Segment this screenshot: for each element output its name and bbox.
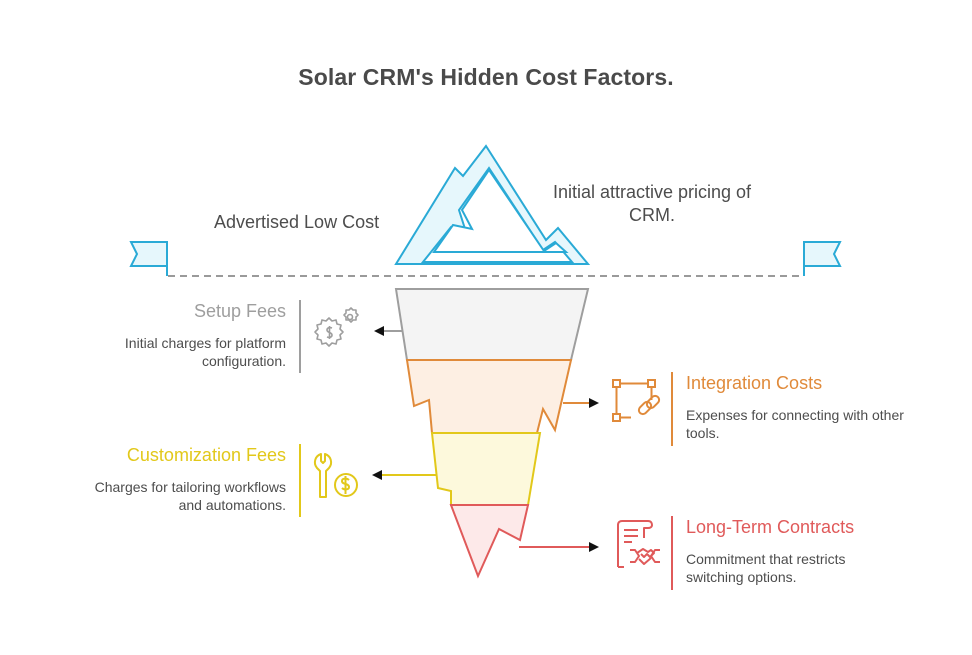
customization-fees-title: Customization Fees (126, 445, 286, 465)
tip-description-line2: CRM. (629, 205, 675, 225)
layer-integration (405, 359, 573, 434)
customization-fees-desc-line1: Charges for tailoring workflows (94, 479, 286, 495)
left-flag-icon (129, 241, 168, 276)
layer-customization (430, 432, 542, 506)
tip-description-line1: Initial attractive pricing of (552, 182, 752, 202)
customization-fees-block: Customization Fees Charges for tailoring… (95, 445, 286, 514)
right-flag-icon (803, 241, 842, 276)
integration-costs-desc-line1: Expenses for connecting with other (686, 407, 904, 423)
setup-fees-desc-line1: Initial charges for platform (124, 335, 286, 351)
long-term-contracts-desc-line2: switching options. (686, 569, 797, 585)
setup-fees-block: Setup Fees Initial charges for platform … (125, 301, 286, 370)
wrench-dollar-icon (313, 453, 358, 498)
gears-dollar-icon (314, 307, 359, 347)
tip-description: Initial attractive pricing of CRM. (538, 181, 766, 227)
long-term-contracts-desc-line1: Commitment that restricts (686, 551, 846, 567)
long-term-contracts-title: Long-Term Contracts (686, 517, 855, 537)
customization-fees-desc-line2: and automations. (178, 497, 286, 513)
layer-contracts (449, 504, 530, 579)
layer-setup (394, 288, 590, 361)
advertised-low-cost-label: Advertised Low Cost (214, 212, 380, 232)
setup-fees-desc-line2: configuration. (201, 353, 286, 369)
iceberg-tip-icon (394, 144, 591, 265)
setup-fees-title: Setup Fees (193, 301, 286, 321)
integration-costs-desc-line2: tools. (686, 425, 720, 441)
contract-handshake-icon (617, 520, 660, 568)
integration-costs-block: Integration Costs Expenses for connectin… (686, 373, 904, 442)
integration-link-icon (612, 379, 661, 422)
diagram-title: Solar CRM's Hidden Cost Factors. (298, 64, 674, 90)
long-term-contracts-block: Long-Term Contracts Commitment that rest… (686, 517, 854, 586)
integration-costs-title: Integration Costs (686, 373, 823, 393)
